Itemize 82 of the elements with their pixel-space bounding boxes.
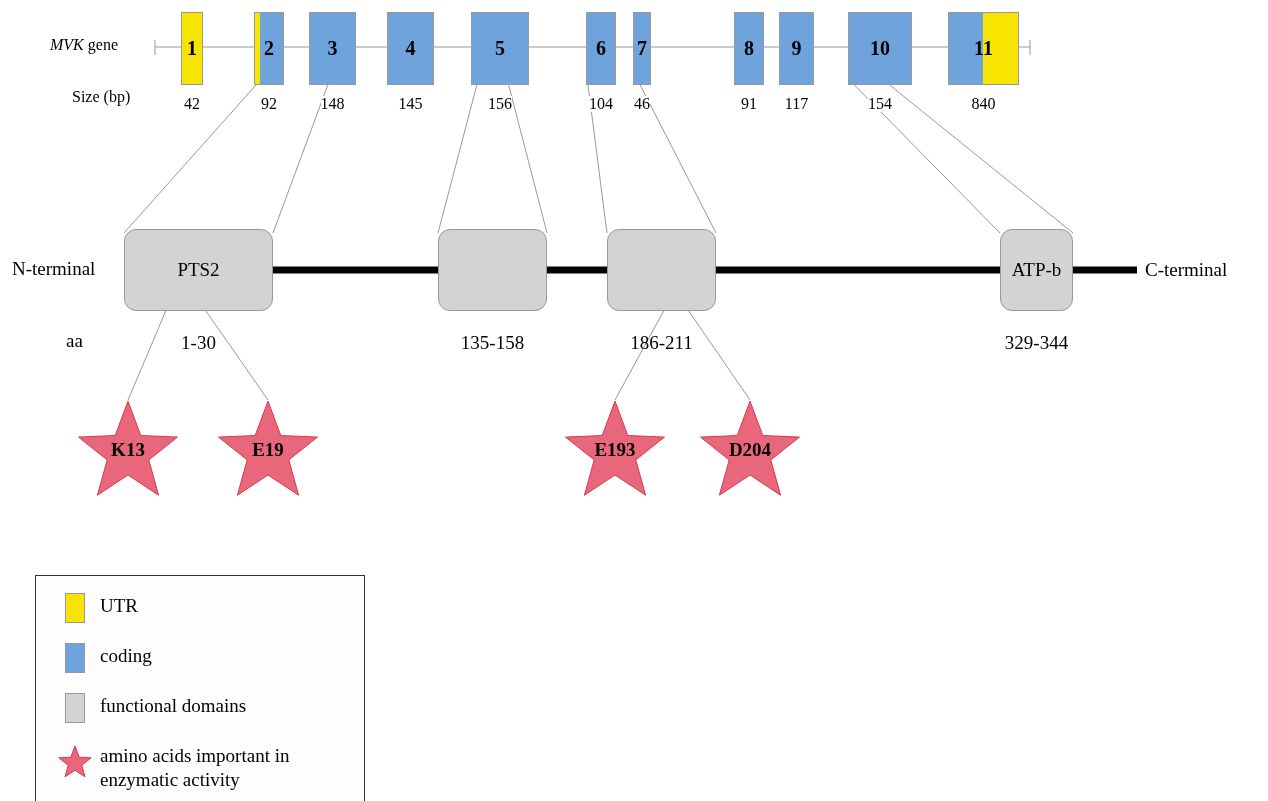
legend-label: amino acids important in enzymatic activity <box>100 744 291 792</box>
intron-line <box>911 46 949 48</box>
connector-line <box>853 84 1001 234</box>
terminal-label: C-terminal <box>1145 258 1255 282</box>
residue-label: E19 <box>252 439 284 461</box>
protein-backbone <box>547 266 607 274</box>
residue-label: K13 <box>111 439 145 461</box>
exon-number: 9 <box>791 37 802 60</box>
connector-line <box>639 84 717 234</box>
residue-range-label: 186-211 <box>630 332 693 354</box>
size-axis-label: Size (bp) <box>72 88 131 106</box>
domain-label: ATP-b <box>1011 259 1062 281</box>
intron-line <box>154 46 182 48</box>
exon-box <box>779 12 814 85</box>
domain-label: PTS2 <box>177 259 220 281</box>
aa-label: aa <box>66 330 83 352</box>
connector-line <box>889 84 1074 234</box>
exon-box <box>254 12 284 85</box>
exon-number: 5 <box>495 37 505 60</box>
residue-range-label: 135-158 <box>460 332 525 354</box>
intron-line <box>433 46 472 48</box>
size-label: 156 <box>488 96 512 112</box>
exon-box <box>586 12 616 85</box>
residue-range-label: 1-30 <box>181 332 216 354</box>
size-label: 145 <box>398 96 423 112</box>
exon-box <box>471 12 529 85</box>
intron-line <box>528 46 587 48</box>
size-label: 42 <box>184 96 200 112</box>
connector-line <box>614 310 665 401</box>
residue-range-label: 329-344 <box>1004 332 1069 354</box>
protein-backbone <box>716 266 1000 274</box>
size-label: 91 <box>741 96 757 112</box>
exon-number: 8 <box>744 37 754 60</box>
exon-box <box>387 12 434 85</box>
exon-box <box>848 12 912 85</box>
protein-backbone <box>273 266 438 274</box>
exon-number: 1 <box>187 37 197 60</box>
intron-line <box>763 46 780 48</box>
domain-box <box>607 229 716 311</box>
intron-line <box>355 46 388 48</box>
exon-box <box>633 12 651 85</box>
intron-line <box>650 46 735 48</box>
terminal-label: N-terminal <box>12 258 96 280</box>
intron-line <box>202 46 255 48</box>
legend-label: coding <box>100 644 153 668</box>
legend-label: UTR <box>100 594 139 618</box>
domain-box <box>1000 229 1073 311</box>
connector-line <box>508 84 548 234</box>
size-label: 154 <box>868 96 892 112</box>
legend-label: functional domains <box>100 694 248 718</box>
domain-box <box>124 229 273 311</box>
exon-number: 7 <box>637 37 647 60</box>
exon-number: 6 <box>596 37 606 60</box>
exon-number: 4 <box>405 37 416 60</box>
size-label: 148 <box>320 96 345 112</box>
domain-box <box>438 229 547 311</box>
size-label: 104 <box>589 96 613 112</box>
exon-box <box>309 12 356 85</box>
size-label: 117 <box>784 96 809 112</box>
connector-line <box>437 84 478 234</box>
connector-line <box>688 310 751 401</box>
exon-number: 3 <box>327 37 338 60</box>
exon-number: 2 <box>264 37 274 60</box>
gene-name-label: MVK gene <box>50 36 118 54</box>
intron-line <box>1018 46 1031 48</box>
intron-line <box>813 46 849 48</box>
residue-label: D204 <box>728 439 772 461</box>
connector-line <box>205 310 269 401</box>
exon-box <box>948 12 1019 85</box>
size-label: 46 <box>634 96 650 112</box>
exon-number: 10 <box>870 37 890 60</box>
size-label: 92 <box>261 96 277 112</box>
connector-line <box>127 310 167 401</box>
exon-box <box>734 12 764 85</box>
connector-line <box>123 84 257 234</box>
connector-line <box>587 84 608 234</box>
size-label: 840 <box>971 96 996 112</box>
residue-label: E193 <box>594 439 636 461</box>
exon-box <box>181 12 203 85</box>
connector-line <box>272 84 329 234</box>
intron-line <box>283 46 310 48</box>
intron-line <box>615 46 634 48</box>
